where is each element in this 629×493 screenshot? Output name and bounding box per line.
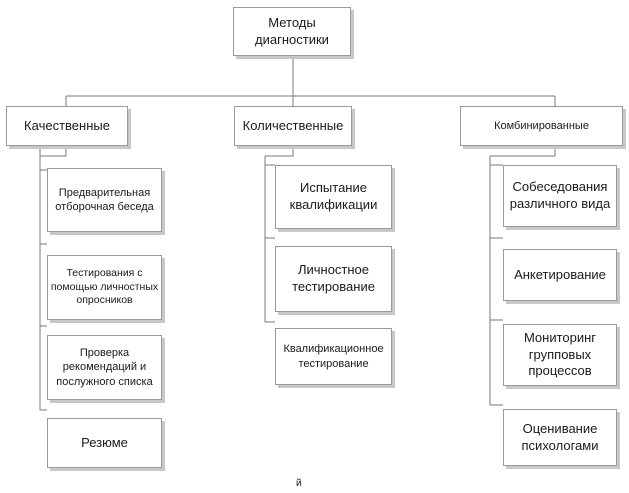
category-qualitative-label: Качественные: [24, 117, 110, 133]
combined-item: Оценивание психологами: [503, 409, 617, 466]
category-combined-label: Комбинированные: [494, 119, 589, 132]
qualitative-item: Резюме: [47, 418, 162, 468]
connector-quantitative-top: [265, 146, 294, 157]
qualitative-item: Предварительная отборочная беседа: [47, 168, 162, 232]
qualitative-item: Тестирования с помощью личностных опросн…: [47, 255, 162, 320]
quantitative-item-label: Личностное тестирование: [292, 262, 375, 294]
category-combined: Комбинированные: [460, 106, 623, 146]
combined-item: Мониторинг групповых процессов: [503, 324, 617, 386]
root-node: Методы диагностики: [233, 7, 351, 56]
quantitative-item: Личностное тестирование: [275, 246, 392, 312]
quantitative-item: Квалификационное тестирование: [275, 328, 392, 385]
quantitative-item-label: Квалификационное тестирование: [283, 343, 384, 370]
qualitative-item-label: Тестирования с помощью личностных опросн…: [50, 267, 159, 307]
quantitative-item-label: Испытание квалификации: [289, 180, 378, 212]
combined-item: Собеседования различного вида: [503, 165, 617, 227]
qualitative-item-label: Предварительная отборочная беседа: [55, 186, 154, 213]
combined-item-label: Мониторинг групповых процессов: [523, 330, 597, 379]
qualitative-item-label: Резюме: [81, 434, 128, 450]
combined-item-label: Собеседования различного вида: [509, 179, 611, 211]
category-quantitative-label: Количественные: [242, 117, 344, 133]
stray-character: й: [296, 478, 302, 489]
root-label: Методы диагностики: [255, 14, 329, 47]
qualitative-item: Проверка рекомендаций и послужного списк…: [47, 335, 162, 400]
combined-item-label: Оценивание психологами: [521, 420, 599, 453]
combined-item-label: Анкетирование: [514, 266, 606, 282]
category-qualitative: Качественные: [6, 106, 128, 146]
connector-qualitative-top: [40, 146, 67, 157]
category-quantitative: Количественные: [234, 106, 352, 146]
qualitative-item-label: Проверка рекомендаций и послужного списк…: [56, 347, 153, 388]
combined-item: Анкетирование: [503, 249, 617, 301]
connector-combined-top: [490, 146, 556, 157]
quantitative-item: Испытание квалификации: [275, 165, 392, 229]
